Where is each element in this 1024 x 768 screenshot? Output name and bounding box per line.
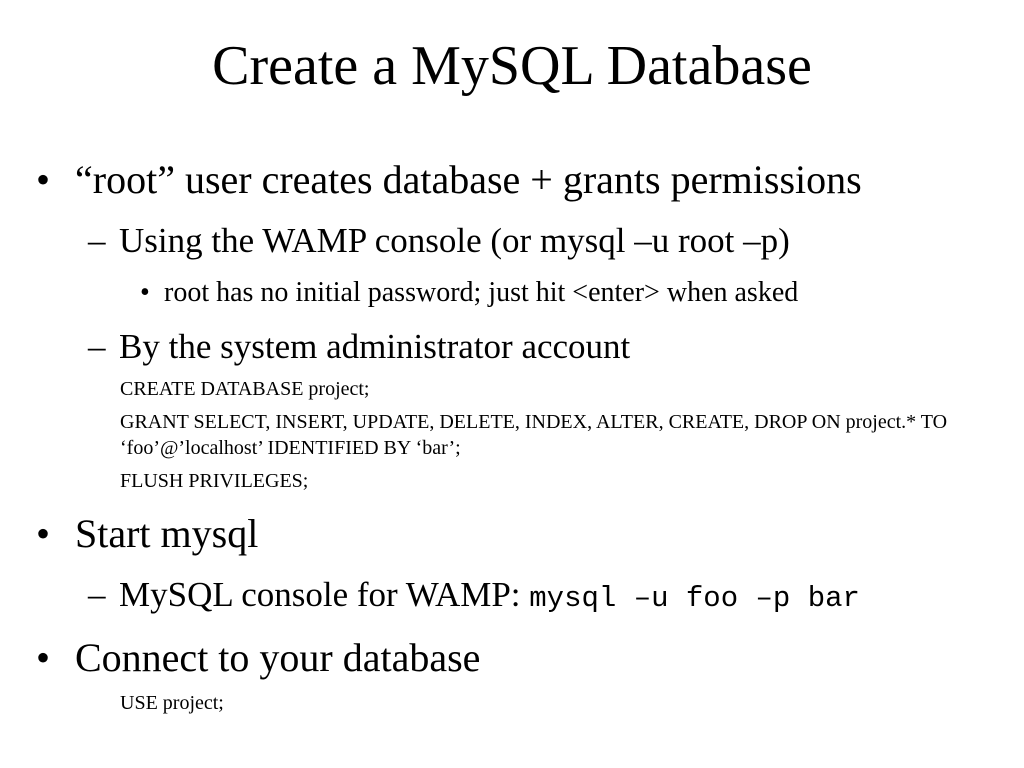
subbullet-text: By the system administrator account xyxy=(119,327,631,366)
bullet-connect-database: • Connect to your database xyxy=(36,634,480,682)
code-flush-privileges: FLUSH PRIVILEGES; xyxy=(120,470,309,492)
dash-marker: – xyxy=(88,221,106,260)
code-grant-statement: GRANT SELECT, INSERT, UPDATE, DELETE, IN… xyxy=(120,411,948,459)
bullet-text: “root” user creates database + grants pe… xyxy=(75,157,862,202)
bullet-start-mysql: • Start mysql xyxy=(36,510,258,558)
subsubbullet-text: root has no initial password; just hit <… xyxy=(164,277,799,308)
dash-marker: – xyxy=(88,575,106,614)
dash-marker: – xyxy=(88,327,106,366)
mysql-command: mysql –u foo –p bar xyxy=(529,582,860,615)
bullet-marker: • xyxy=(36,511,51,556)
code-create-database: CREATE DATABASE project; xyxy=(120,378,370,400)
code-use-project: USE project; xyxy=(120,692,224,714)
bullet-text: Start mysql xyxy=(75,511,259,556)
bullet-text: Connect to your database xyxy=(75,635,481,680)
subbullet-text: MySQL console for WAMP: xyxy=(119,575,530,614)
subbullet-text: Using the WAMP console (or mysql –u root… xyxy=(119,221,790,260)
subbullet-sysadmin-account: –By the system administrator account xyxy=(88,326,630,368)
subbullet-mysql-console: –MySQL console for WAMP: mysql –u foo –p… xyxy=(88,574,860,620)
bullet-marker: • xyxy=(140,277,150,308)
subsubbullet-root-password: • root has no initial password; just hit … xyxy=(140,276,798,310)
bullet-marker: • xyxy=(36,635,51,680)
bullet-marker: • xyxy=(36,157,51,202)
bullet-root-user: • “root” user creates database + grants p… xyxy=(36,156,862,204)
subbullet-wamp-console: –Using the WAMP console (or mysql –u roo… xyxy=(88,220,790,262)
slide-title: Create a MySQL Database xyxy=(212,35,812,97)
